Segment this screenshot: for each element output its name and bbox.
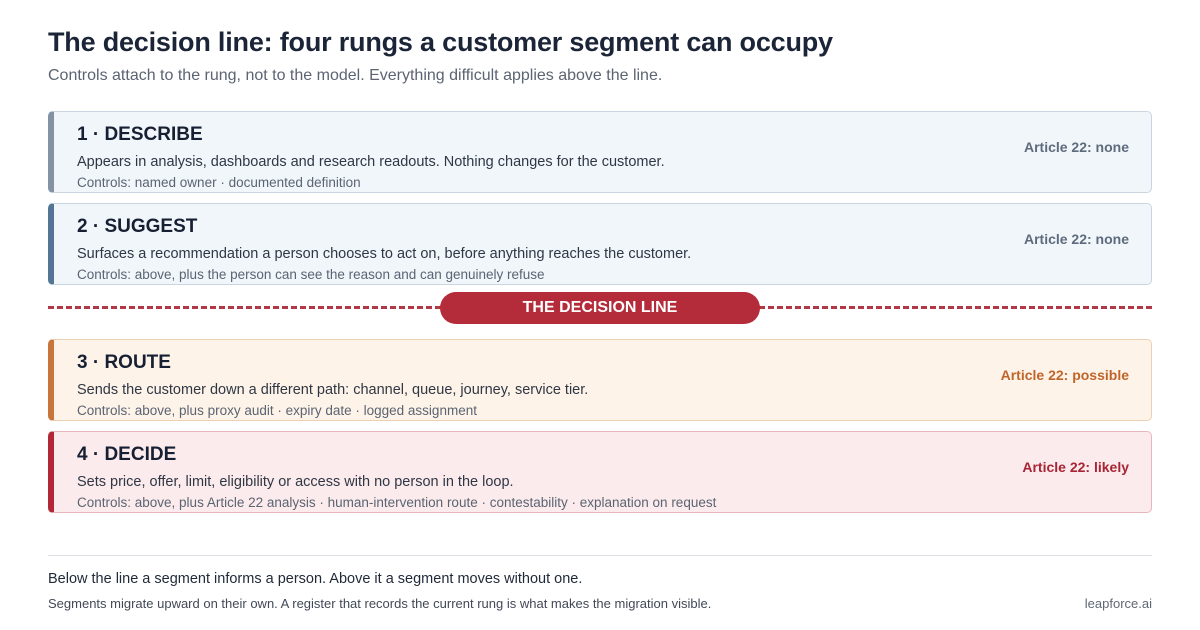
article-22-badge: Article 22: likely	[1022, 459, 1129, 475]
rung-description: Sets price, offer, limit, eligibility or…	[77, 474, 514, 490]
decision-ladder-diagram: The decision line: four rungs a customer…	[48, 0, 1152, 630]
rung-controls: Controls: named owner · documented defin…	[77, 175, 361, 190]
footer-divider	[48, 555, 1152, 556]
rung-controls: Controls: above, plus proxy audit · expi…	[77, 403, 477, 418]
rung-controls: Controls: above, plus Article 22 analysi…	[77, 495, 717, 510]
rung-description: Surfaces a recommendation a person choos…	[77, 246, 692, 262]
decision-line-label: THE DECISION LINE	[440, 292, 760, 324]
rung-describe: 1 · DESCRIBE Appears in analysis, dashbo…	[48, 111, 1152, 193]
rung-controls: Controls: above, plus the person can see…	[77, 267, 545, 282]
article-22-badge: Article 22: none	[1023, 139, 1129, 155]
footer-note: Segments migrate upward on their own. A …	[48, 596, 712, 611]
page-title: The decision line: four rungs a customer…	[48, 27, 833, 57]
article-22-badge: Article 22: possible	[1000, 367, 1129, 383]
rung-decide: 4 · DECIDE Sets price, offer, limit, eli…	[48, 431, 1152, 513]
rung-suggest: 2 · SUGGEST Surfaces a recommendation a …	[48, 203, 1152, 285]
rung-title: 2 · SUGGEST	[77, 216, 198, 237]
article-22-badge: Article 22: none	[1023, 231, 1129, 247]
rung-description: Sends the customer down a different path…	[77, 382, 589, 398]
page-subtitle: Controls attach to the rung, not to the …	[48, 67, 663, 84]
rung-description: Appears in analysis, dashboards and rese…	[77, 154, 665, 170]
footer-summary: Below the line a segment informs a perso…	[48, 571, 583, 587]
rung-route: 3 · ROUTE Sends the customer down a diff…	[48, 339, 1152, 421]
rung-title: 4 · DECIDE	[77, 444, 177, 465]
rung-title: 1 · DESCRIBE	[77, 124, 203, 145]
brand-label: leapforce.ai	[1084, 596, 1152, 611]
rung-title: 3 · ROUTE	[77, 352, 171, 373]
